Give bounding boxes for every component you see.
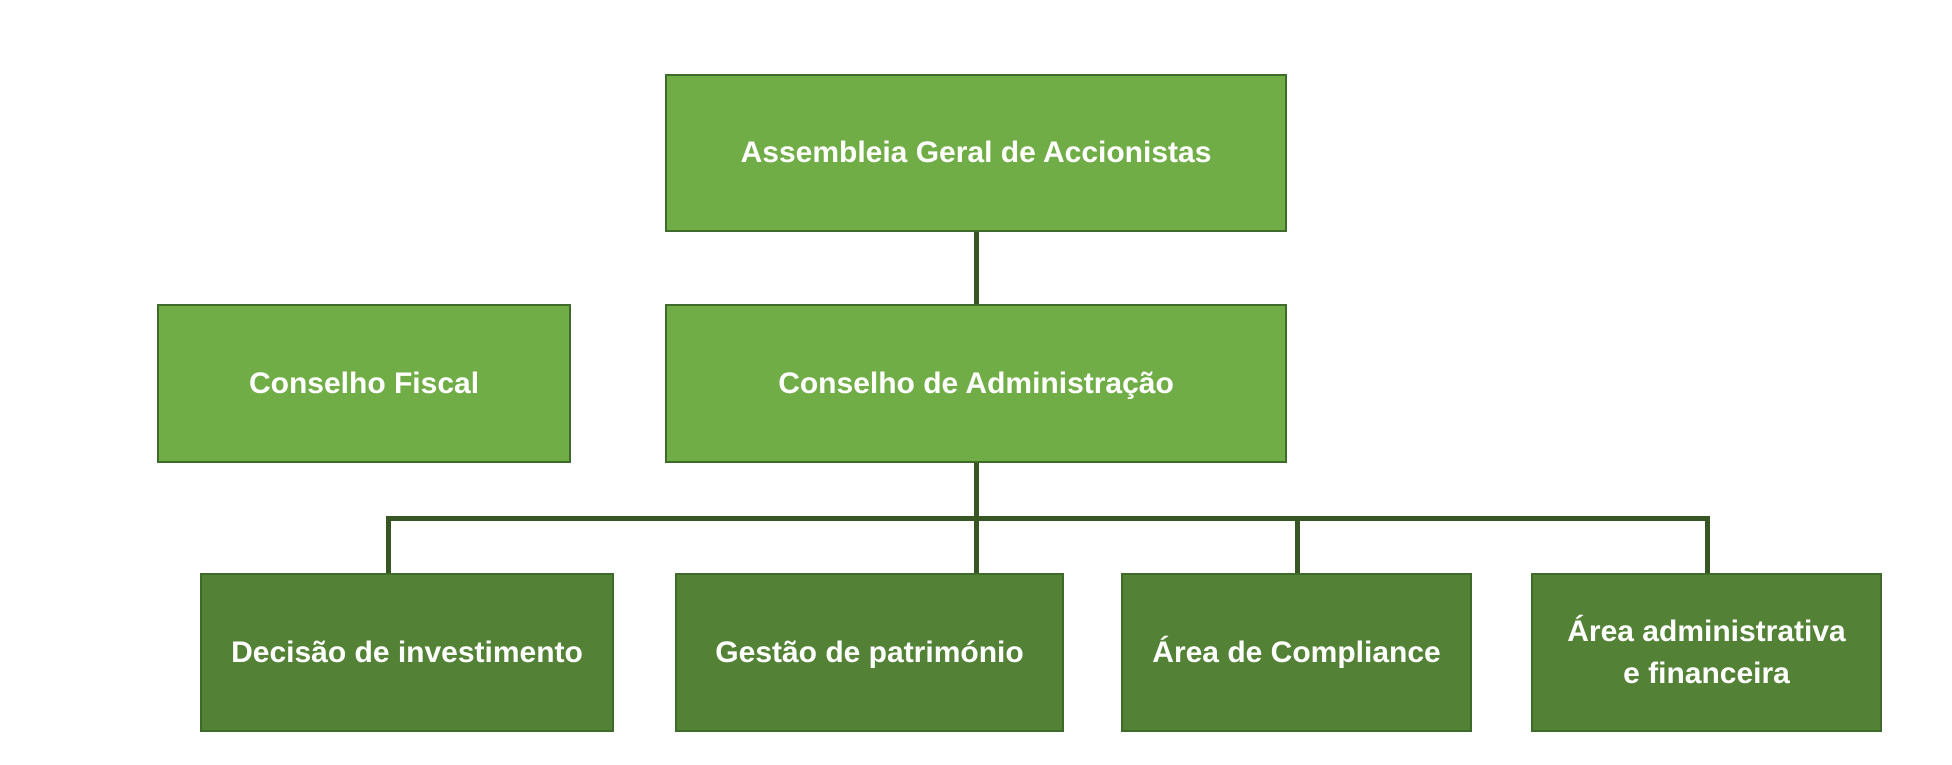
connector-assembly-board <box>974 232 979 304</box>
node-fiscal-council: Conselho Fiscal <box>157 304 571 463</box>
connector-horizontal-bus <box>386 516 1710 521</box>
connector-to-compliance <box>1295 516 1300 574</box>
node-board: Conselho de Administração <box>665 304 1287 463</box>
node-admin-finance: Área administrativa e financeira <box>1531 573 1882 732</box>
node-admin-finance-line2: e financeira <box>1623 656 1790 690</box>
node-assets-label: Gestão de património <box>715 635 1024 669</box>
node-investment: Decisão de investimento <box>200 573 614 732</box>
node-assembly: Assembleia Geral de Accionistas <box>665 74 1287 232</box>
node-compliance: Área de Compliance <box>1121 573 1472 732</box>
node-board-label: Conselho de Administração <box>778 366 1174 400</box>
node-fiscal-council-label: Conselho Fiscal <box>248 366 480 400</box>
connector-to-admin <box>1705 516 1710 574</box>
node-assembly-label: Assembleia Geral de Accionistas <box>740 136 1212 169</box>
connector-to-investment <box>386 516 391 574</box>
node-admin-finance-line1: Área administrativa <box>1567 614 1846 648</box>
node-assets: Gestão de património <box>675 573 1064 732</box>
connector-board-down <box>974 463 979 519</box>
node-compliance-label: Área de Compliance <box>1152 635 1441 669</box>
node-investment-label: Decisão de investimento <box>231 635 583 669</box>
connector-to-assets <box>974 516 979 574</box>
